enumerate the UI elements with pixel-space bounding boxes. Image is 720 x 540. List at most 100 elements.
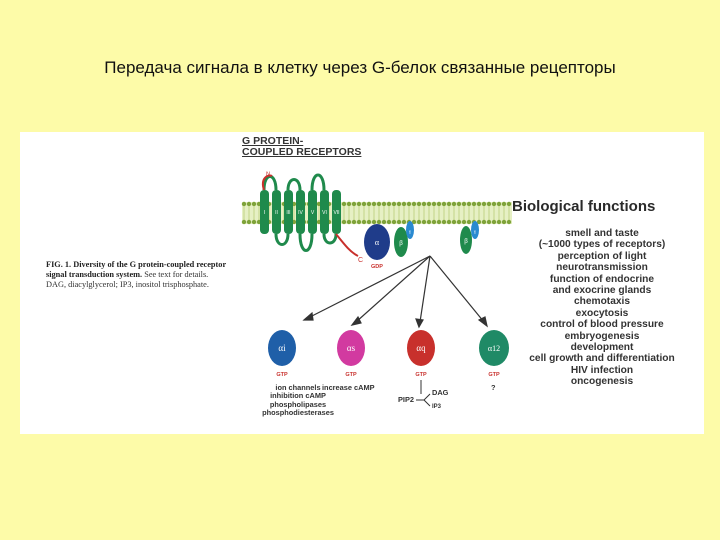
caption-rest: See text for details. DAG, diacylglycero… xyxy=(46,270,209,289)
alpha-12-subunit: α12 GTP xyxy=(479,330,509,378)
lipid-head xyxy=(246,219,252,225)
svg-text:αs: αs xyxy=(347,343,356,353)
lipid-head xyxy=(441,201,447,207)
ip3-label: IP3 xyxy=(432,404,442,410)
lipid-head xyxy=(426,201,432,207)
figure-heading-line1: G PROTEIN- xyxy=(242,135,304,147)
lipid-head xyxy=(471,201,477,207)
svg-text:GTP: GTP xyxy=(488,372,500,378)
alpha-subunit xyxy=(364,224,390,260)
lipid-head xyxy=(481,219,487,225)
bio-function-item: HIV infection xyxy=(570,364,634,376)
activation-arrows xyxy=(302,255,488,329)
bio-function-item: exocytosis xyxy=(575,307,629,319)
lipid-head xyxy=(461,219,467,225)
helix-labels: I II III IV V VI VII xyxy=(264,210,340,216)
lipid-head xyxy=(376,201,382,207)
beta-gamma-dimer: β γ xyxy=(460,221,479,254)
lipid-head xyxy=(506,219,512,225)
lipid-head xyxy=(456,201,462,207)
svg-text:GTP: GTP xyxy=(276,372,288,378)
lipid-head xyxy=(341,201,347,207)
alpha-i-subunit: αi GTP xyxy=(268,330,296,378)
effect-phospholipases: phospholipases xyxy=(269,399,327,409)
helix-label-2: II xyxy=(275,210,278,216)
lipid-head xyxy=(246,201,252,207)
helix-label-5: V xyxy=(311,210,315,216)
biological-functions-title: Biological functions xyxy=(512,198,656,215)
bio-function-item: cell growth and differentiation xyxy=(529,353,675,365)
svg-text:β: β xyxy=(464,237,468,245)
caption-lead: FIG. 1. Diversity of the G protein-coupl… xyxy=(46,260,226,279)
lipid-head xyxy=(451,201,457,207)
lipid-head xyxy=(341,219,347,225)
svg-text:αq: αq xyxy=(416,343,426,353)
bio-function-item: neurotransmission xyxy=(556,262,648,274)
svg-text:α12: α12 xyxy=(488,344,500,353)
lipid-head xyxy=(506,201,512,207)
alpha-i-effects: ion channels inhibition cAMP phospholipa… xyxy=(248,383,348,418)
cell-membrane xyxy=(241,201,512,225)
figure-heading-line2: COUPLED RECEPTORS xyxy=(242,146,362,158)
helix-label-4: IV xyxy=(298,210,303,216)
lipid-head xyxy=(386,201,392,207)
alpha-s-subunit: αs GTP xyxy=(337,330,365,378)
lipid-head xyxy=(466,219,472,225)
lipid-head xyxy=(496,219,502,225)
lipid-head xyxy=(361,201,367,207)
bio-function-item: function of endocrine xyxy=(549,273,655,285)
bio-function-item: oncogenesis xyxy=(570,376,634,388)
helix-label-6: VI xyxy=(322,210,327,216)
lipid-head xyxy=(351,219,357,225)
lipid-head xyxy=(411,219,417,225)
biological-functions-list: smell and taste (~1000 types of receptor… xyxy=(506,228,698,388)
slide-title: Передача сигнала в клетку через G-белок … xyxy=(104,58,616,77)
lipid-head xyxy=(356,201,362,207)
dag-label: DAG xyxy=(432,388,449,397)
lipid-head xyxy=(476,201,482,207)
lipid-head xyxy=(411,201,417,207)
lipid-head xyxy=(396,201,402,207)
lipid-head xyxy=(406,201,412,207)
alpha-s-effect: increase cAMP xyxy=(322,383,375,392)
svg-text:β: β xyxy=(399,239,403,247)
lipid-head xyxy=(396,219,402,225)
bio-function-item: chemotaxis xyxy=(573,296,631,308)
helix-label-3: III xyxy=(286,210,290,216)
lipid-head xyxy=(451,219,457,225)
lipid-head xyxy=(476,219,482,225)
lipid-head xyxy=(446,201,452,207)
lipid-head xyxy=(456,219,462,225)
bio-function-item: smell and taste xyxy=(565,228,639,239)
g-protein-trimer: α β γ GDP xyxy=(364,221,414,270)
effect-inhibition-camp: inhibition cAMP xyxy=(270,391,326,401)
bio-function-item: embryogenesis xyxy=(564,330,640,342)
lipid-head xyxy=(241,201,247,207)
lipid-head xyxy=(366,219,372,225)
gdp-label: GDP xyxy=(371,264,383,270)
lipid-head xyxy=(376,219,382,225)
lipid-head xyxy=(381,201,387,207)
lipid-head xyxy=(491,219,497,225)
beta-subunit xyxy=(394,227,408,257)
lipid-head xyxy=(496,201,502,207)
receptor-figure: I II III IV V VI VII N C α β γ GDP β γ xyxy=(20,132,704,434)
lipid-head xyxy=(491,201,497,207)
effect-phosphodiesterases: phosphodiesterases xyxy=(262,408,334,418)
c-terminus-label: C xyxy=(358,257,363,264)
lipid-head xyxy=(346,201,352,207)
svg-text:α: α xyxy=(375,238,380,247)
svg-text:γ: γ xyxy=(474,230,477,235)
lipid-head xyxy=(416,201,422,207)
receptor-helices xyxy=(260,173,359,257)
n-terminus-label: N xyxy=(266,172,270,178)
lipid-head xyxy=(446,219,452,225)
lipid-head xyxy=(426,219,432,225)
svg-text:γ: γ xyxy=(409,230,412,235)
lipid-head xyxy=(356,219,362,225)
lipid-head xyxy=(351,201,357,207)
lipid-head xyxy=(486,201,492,207)
lipid-head xyxy=(366,201,372,207)
lipid-head xyxy=(391,201,397,207)
lipid-head xyxy=(251,201,257,207)
